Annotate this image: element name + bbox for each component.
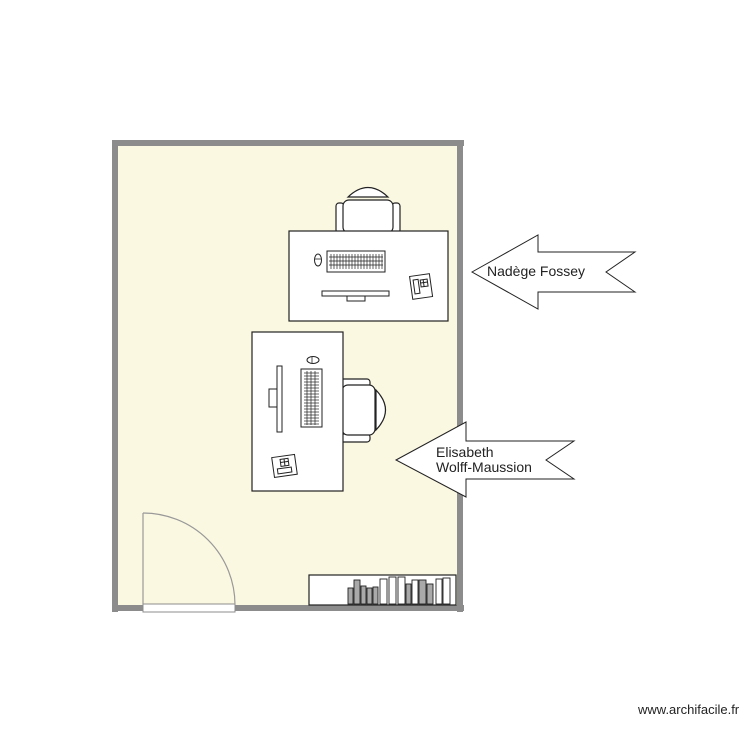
phone-icon <box>409 273 434 300</box>
keyboard-icon <box>326 250 386 273</box>
mouse-icon <box>306 356 320 364</box>
person-label-line-2: Wolff-Maussion <box>436 459 532 475</box>
desk-surface <box>288 230 449 322</box>
monitor-icon <box>321 290 390 302</box>
desk-top <box>288 186 449 322</box>
wall-bottom <box>112 605 464 611</box>
person-label: Nadège Fossey <box>487 263 585 279</box>
wall-top <box>112 140 464 146</box>
watermark: www.archifacile.fr <box>637 702 740 717</box>
label-arrow-1: Nadège Fossey <box>470 234 637 310</box>
door <box>142 512 236 613</box>
bookshelf <box>308 574 457 606</box>
phone-icon <box>271 453 298 478</box>
arrow-shape <box>394 421 576 498</box>
label-arrow-2: Elisabeth Wolff-Maussion <box>394 421 576 498</box>
arrow-shape <box>470 234 637 310</box>
books <box>347 576 451 605</box>
keyboard-icon <box>300 368 323 428</box>
wall-left <box>112 140 118 612</box>
wall-right <box>457 140 463 612</box>
door-opening <box>142 603 236 613</box>
person-label-line-1: Elisabeth <box>436 444 494 460</box>
desk-middle <box>251 331 387 492</box>
monitor-icon <box>268 365 283 433</box>
door-swing-arc <box>142 512 236 606</box>
desk-surface <box>251 331 344 492</box>
mouse-icon <box>314 253 322 267</box>
